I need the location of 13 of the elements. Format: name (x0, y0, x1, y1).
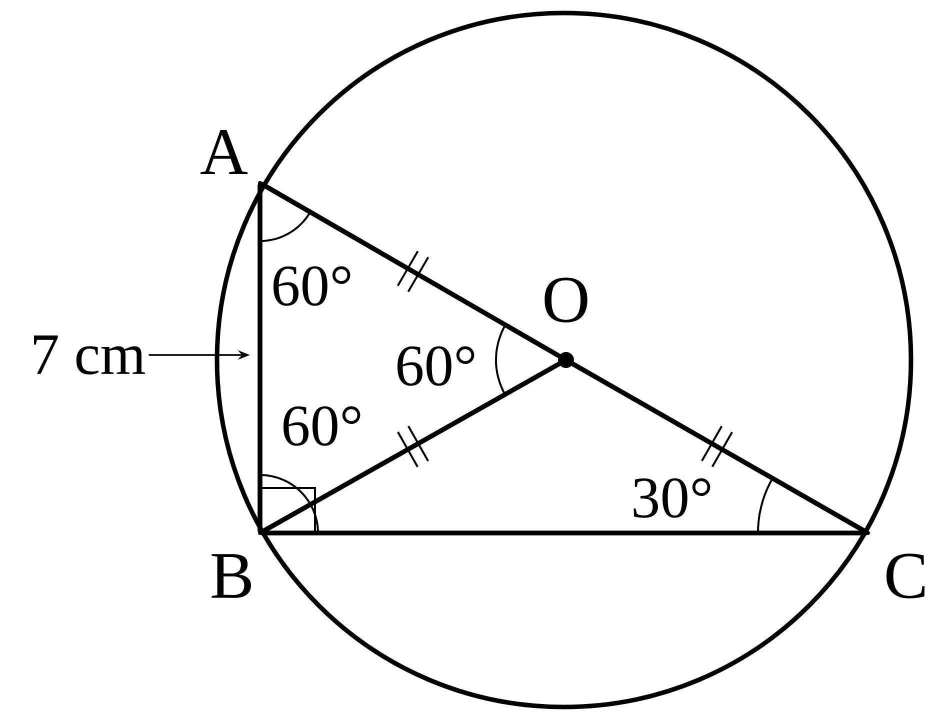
point-label: A (200, 130, 248, 174)
angle-label: 30° (634, 478, 710, 518)
line-segment (258, 182, 262, 534)
center-dot (558, 352, 574, 368)
point-label: B (212, 554, 251, 598)
point-label: C (886, 554, 925, 598)
line-segment (260, 530, 868, 536)
line-segment (260, 182, 562, 358)
angle-label: 60° (283, 406, 360, 446)
point-label: O (544, 278, 588, 322)
dimension-label: 7 cm (34, 336, 145, 374)
angle-label: 60° (397, 346, 474, 386)
angle-label: 60° (273, 266, 350, 306)
